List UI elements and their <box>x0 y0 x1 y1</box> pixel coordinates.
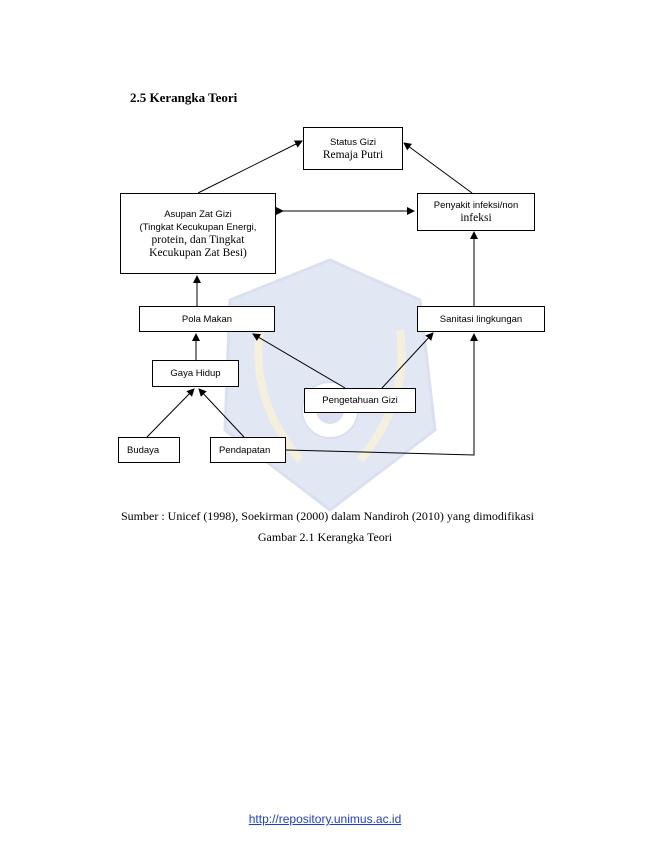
figure-caption: Gambar 2.1 Kerangka Teori <box>257 530 393 544</box>
node-sanitasi-label: Sanitasi lingkungan <box>439 313 523 325</box>
node-status-gizi: Status Gizi Remaja Putri <box>303 127 403 170</box>
node-gaya-hidup: Gaya Hidup <box>152 360 239 387</box>
node-asupan-line2: (Tingkat Kecukupan Energi, <box>139 221 257 233</box>
node-pendapatan-label: Pendapatan <box>219 444 271 456</box>
node-pengetahuan-gizi: Pengetahuan Gizi <box>304 388 416 413</box>
node-budaya: Budaya <box>118 437 180 463</box>
node-pola-makan-label: Pola Makan <box>181 313 233 325</box>
source-text: Sumber : Unicef (1998), Soekirman (2000)… <box>121 509 534 523</box>
node-pengetahuan-label: Pengetahuan Gizi <box>322 395 398 406</box>
node-status-gizi-line2: Remaja Putri <box>322 148 384 161</box>
node-asupan-line1: Asupan Zat Gizi <box>164 208 232 220</box>
node-asupan-line4: Kecukupan Zat Besi) <box>149 246 247 259</box>
node-sanitasi-lingkungan: Sanitasi lingkungan <box>417 306 545 332</box>
node-budaya-label: Budaya <box>127 444 160 456</box>
node-pendapatan: Pendapatan <box>210 437 286 463</box>
node-pola-makan: Pola Makan <box>139 306 275 332</box>
arrow-budaya-to-gaya <box>146 388 195 438</box>
node-penyakit-line1: Penyakit infeksi/non <box>433 200 519 211</box>
repository-link[interactable]: http://repository.unimus.ac.id <box>248 812 402 826</box>
arrow-pendapatan-to-gaya <box>198 388 245 438</box>
section-heading: 2.5 Kerangka Teori <box>130 90 238 105</box>
arrow-asupan-to-status <box>197 140 303 194</box>
node-asupan-line3: protein, dan Tingkat <box>151 233 245 246</box>
node-gaya-hidup-label: Gaya Hidup <box>170 368 221 379</box>
arrow-penyakit-to-status <box>403 142 473 194</box>
arrow-pendapatan-to-sanitasi <box>285 333 478 456</box>
node-penyakit-line2: infeksi <box>460 212 492 224</box>
arrow-pengetahuan-to-pola <box>252 333 346 389</box>
node-asupan-zat-gizi: Asupan Zat Gizi (Tingkat Kecukupan Energ… <box>120 193 276 274</box>
arrow-pengetahuan-to-sanitasi <box>381 332 434 389</box>
node-penyakit-infeksi: Penyakit infeksi/non infeksi <box>417 193 535 231</box>
node-status-gizi-line1: Status Gizi <box>330 136 376 148</box>
